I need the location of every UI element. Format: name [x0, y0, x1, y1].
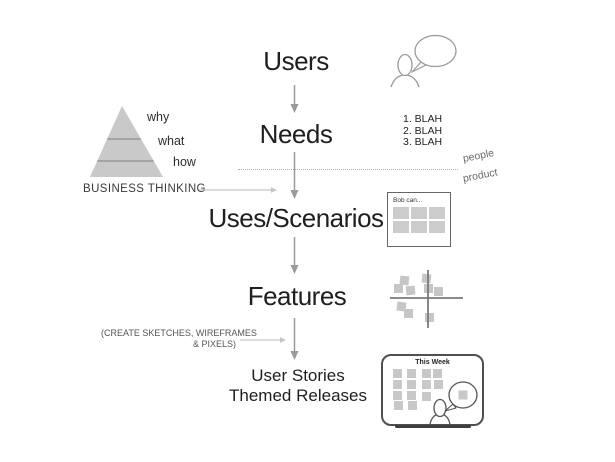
bob-can-grid — [393, 207, 445, 233]
flow-step-user-stories: User Stories Themed Releases — [229, 366, 367, 406]
flow-step-uses-scenarios: Uses/Scenarios — [208, 203, 384, 233]
sticky-note — [434, 380, 443, 389]
pyramid-level-why: why — [147, 110, 170, 124]
sketch-annotation-line1: (CREATE SKETCHES, WIREFRAMES — [101, 328, 257, 338]
arrow-users-to-needs — [290, 85, 299, 113]
arrow-features-to-stories — [290, 318, 299, 360]
business-thinking-label: BUSINESS THINKING — [83, 183, 206, 195]
flow-step-users: Users — [263, 46, 329, 76]
sticky-note — [393, 369, 402, 378]
person-speech-bubble-icon — [390, 34, 457, 88]
sticky-note — [433, 369, 442, 378]
sketch-annotation-line2: & PIXELS) — [192, 338, 236, 349]
sticky-note — [422, 392, 431, 401]
divider-label-people: people — [461, 147, 496, 165]
sticky-note — [422, 369, 431, 378]
sketch-annotation: (CREATE SKETCHES, WIREFRAMES & PIXELS) — [101, 328, 257, 349]
sticky-note — [422, 380, 431, 389]
storyboard-cell — [429, 221, 445, 233]
business-thinking-arrow — [199, 187, 277, 193]
this-week-title: This Week — [415, 359, 450, 366]
bob-can-title: Bob can... — [393, 197, 423, 204]
user-stories-line: User Stories — [251, 366, 345, 385]
blah-item-3: 3. BLAH — [403, 136, 443, 148]
sticky-note — [407, 380, 416, 389]
flow-step-needs: Needs — [259, 119, 333, 149]
sticky-note — [407, 391, 416, 400]
pyramid-level-what: what — [158, 134, 185, 148]
quadrant-sticky-notes-icon — [390, 270, 463, 328]
storyboard-cell — [411, 221, 427, 233]
sticky-note — [408, 401, 417, 410]
sketch-annotation-arrow — [240, 337, 286, 343]
arrow-uses-to-features — [290, 237, 299, 274]
board-base — [395, 425, 471, 428]
pyramid-level-how: how — [173, 155, 196, 169]
sticky-note — [393, 380, 402, 389]
this-week-board: This Week — [381, 354, 484, 426]
storyboard-cell — [393, 207, 409, 219]
board-person-speech-icon — [429, 381, 478, 424]
storyboard-cell — [429, 207, 445, 219]
storyboard-cell — [393, 221, 409, 233]
sticky-note — [394, 401, 403, 410]
blah-item-2: 2. BLAH — [403, 124, 443, 137]
bob-can-box: Bob can... — [387, 192, 451, 247]
arrow-needs-to-uses — [290, 152, 299, 199]
blah-item-1: 1. BLAH — [403, 113, 443, 125]
storyboard-cell — [411, 207, 427, 219]
flow-step-features: Features — [247, 281, 347, 311]
blah-list: 1. BLAH 2. BLAH 3. BLAH — [403, 113, 443, 149]
themed-releases-line: Themed Releases — [229, 386, 367, 405]
divider-label-product: product — [461, 166, 499, 185]
sticky-note — [407, 369, 416, 378]
sticky-note — [393, 391, 402, 400]
people-product-divider — [238, 169, 458, 170]
pyramid-icon — [90, 106, 163, 177]
